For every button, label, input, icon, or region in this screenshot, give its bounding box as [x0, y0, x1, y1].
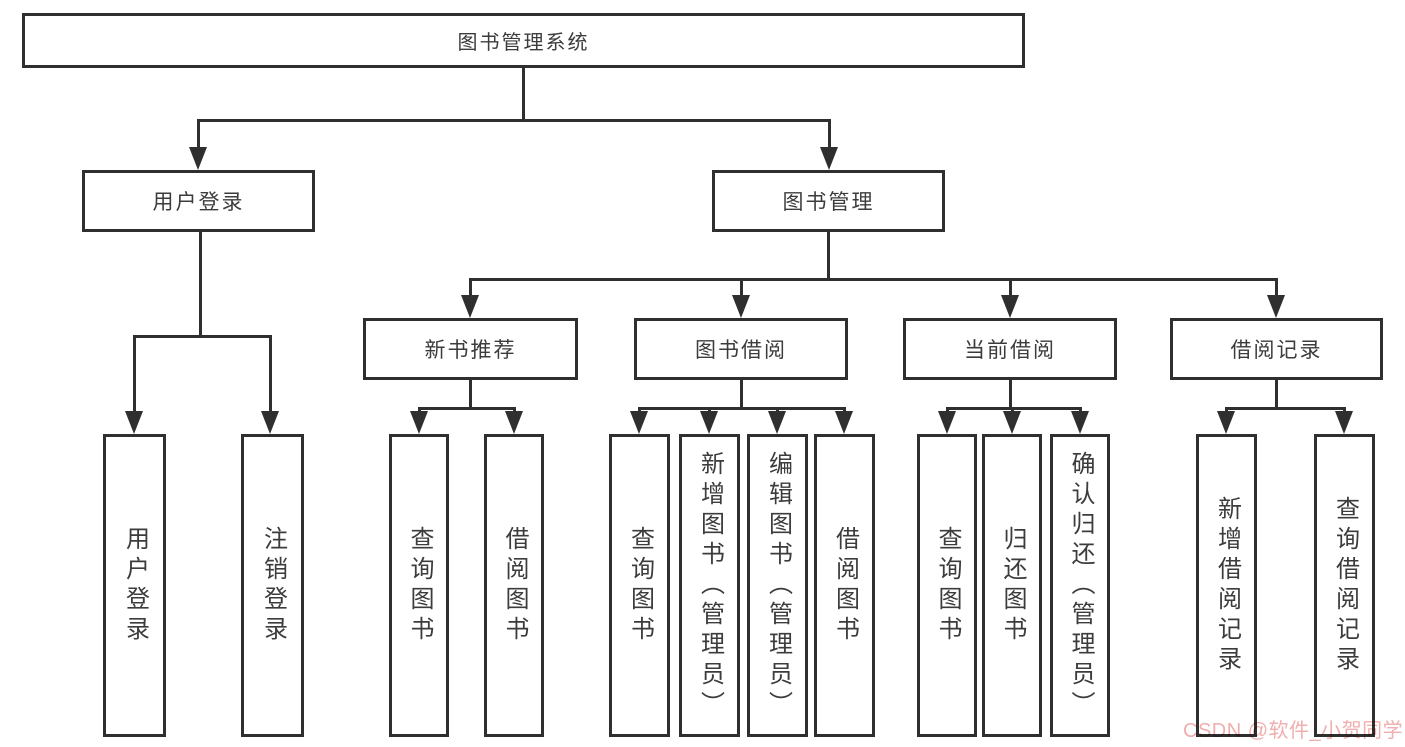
connector-line [945, 407, 1082, 410]
connector-line [827, 232, 830, 281]
arrowhead-down-icon [189, 147, 207, 170]
leaf-return-books: 归还图书 [982, 434, 1042, 737]
leaf-borrow-books-recommend: 借阅图书 [484, 434, 544, 737]
arrowhead-down-icon [1335, 411, 1353, 434]
leaf-query-books-current: 查询图书 [917, 434, 977, 737]
arrowhead-down-icon [731, 295, 750, 318]
connector-line [198, 232, 202, 338]
leaf-add-borrow-record: 新增借阅记录 [1196, 434, 1257, 737]
connector-line [1008, 279, 1012, 300]
arrowhead-down-icon [1070, 411, 1089, 434]
arrowhead-down-icon [261, 411, 279, 434]
arrowhead-down-icon [835, 411, 853, 434]
leaf-query-books-recommend: 查询图书 [389, 434, 449, 737]
arrowhead-down-icon [125, 411, 143, 434]
node-borrow-records: 借阅记录 [1170, 318, 1383, 380]
node-root: 图书管理系统 [22, 13, 1025, 68]
arrowhead-down-icon [630, 411, 648, 434]
connector-line [1008, 380, 1012, 410]
node-current-borrow: 当前借阅 [903, 318, 1117, 380]
connector-line [739, 279, 743, 300]
connector-line [269, 336, 272, 416]
arrowhead-down-icon [1000, 295, 1019, 318]
connector-line [197, 120, 200, 152]
node-borrow-records-label: 借阅记录 [1230, 339, 1323, 362]
connector-line [1275, 279, 1278, 300]
connector-line [638, 407, 846, 410]
connector-line [522, 68, 525, 122]
connector-line [133, 335, 272, 338]
connector-line [133, 336, 136, 416]
arrowhead-down-icon [1217, 411, 1235, 434]
connector-line [417, 407, 516, 410]
arrowhead-down-icon [461, 295, 479, 318]
leaf-logout: 注销登录 [241, 434, 304, 737]
leaf-edit-book-admin: 编辑图书（管理员） [747, 434, 808, 737]
leaf-user-login: 用户登录 [103, 434, 166, 737]
arrowhead-down-icon [1267, 295, 1285, 318]
arrowhead-down-icon [819, 147, 838, 170]
node-user-login: 用户登录 [82, 170, 315, 232]
arrowhead-down-icon [1002, 411, 1021, 434]
node-root-label: 图书管理系统 [457, 32, 590, 54]
node-book-borrow-label: 图书借阅 [695, 339, 787, 362]
node-book-management-label: 图书管理 [782, 191, 875, 214]
connector-line [469, 279, 472, 300]
node-new-book-recommend: 新书推荐 [363, 318, 578, 380]
arrowhead-down-icon [409, 411, 428, 434]
connector-line [469, 380, 472, 410]
leaf-query-borrow-record: 查询借阅记录 [1314, 434, 1375, 737]
node-current-borrow-label: 当前借阅 [964, 339, 1056, 362]
csdn-watermark: CSDN @软件_小贺同学 [1183, 720, 1404, 742]
leaf-borrow-books-borrow: 借阅图书 [814, 434, 875, 737]
connector-line [197, 118, 831, 122]
leaf-query-books-borrow: 查询图书 [609, 434, 670, 737]
node-book-borrow: 图书借阅 [634, 318, 848, 380]
connector-line [469, 278, 1278, 281]
node-user-login-label: 用户登录 [152, 191, 245, 214]
connector-line [1275, 380, 1278, 410]
arrowhead-down-icon [937, 411, 956, 434]
connector-line [739, 380, 743, 410]
node-new-book-recommend-label: 新书推荐 [424, 339, 517, 362]
leaf-confirm-return-admin: 确认归还（管理员） [1050, 434, 1110, 737]
node-book-management: 图书管理 [712, 170, 945, 232]
arrowhead-down-icon [700, 411, 718, 434]
arrowhead-down-icon [504, 411, 523, 434]
connector-line [827, 120, 831, 152]
arrowhead-down-icon [768, 411, 786, 434]
connector-line [1225, 407, 1346, 410]
leaf-add-book-admin: 新增图书（管理员） [679, 434, 740, 737]
